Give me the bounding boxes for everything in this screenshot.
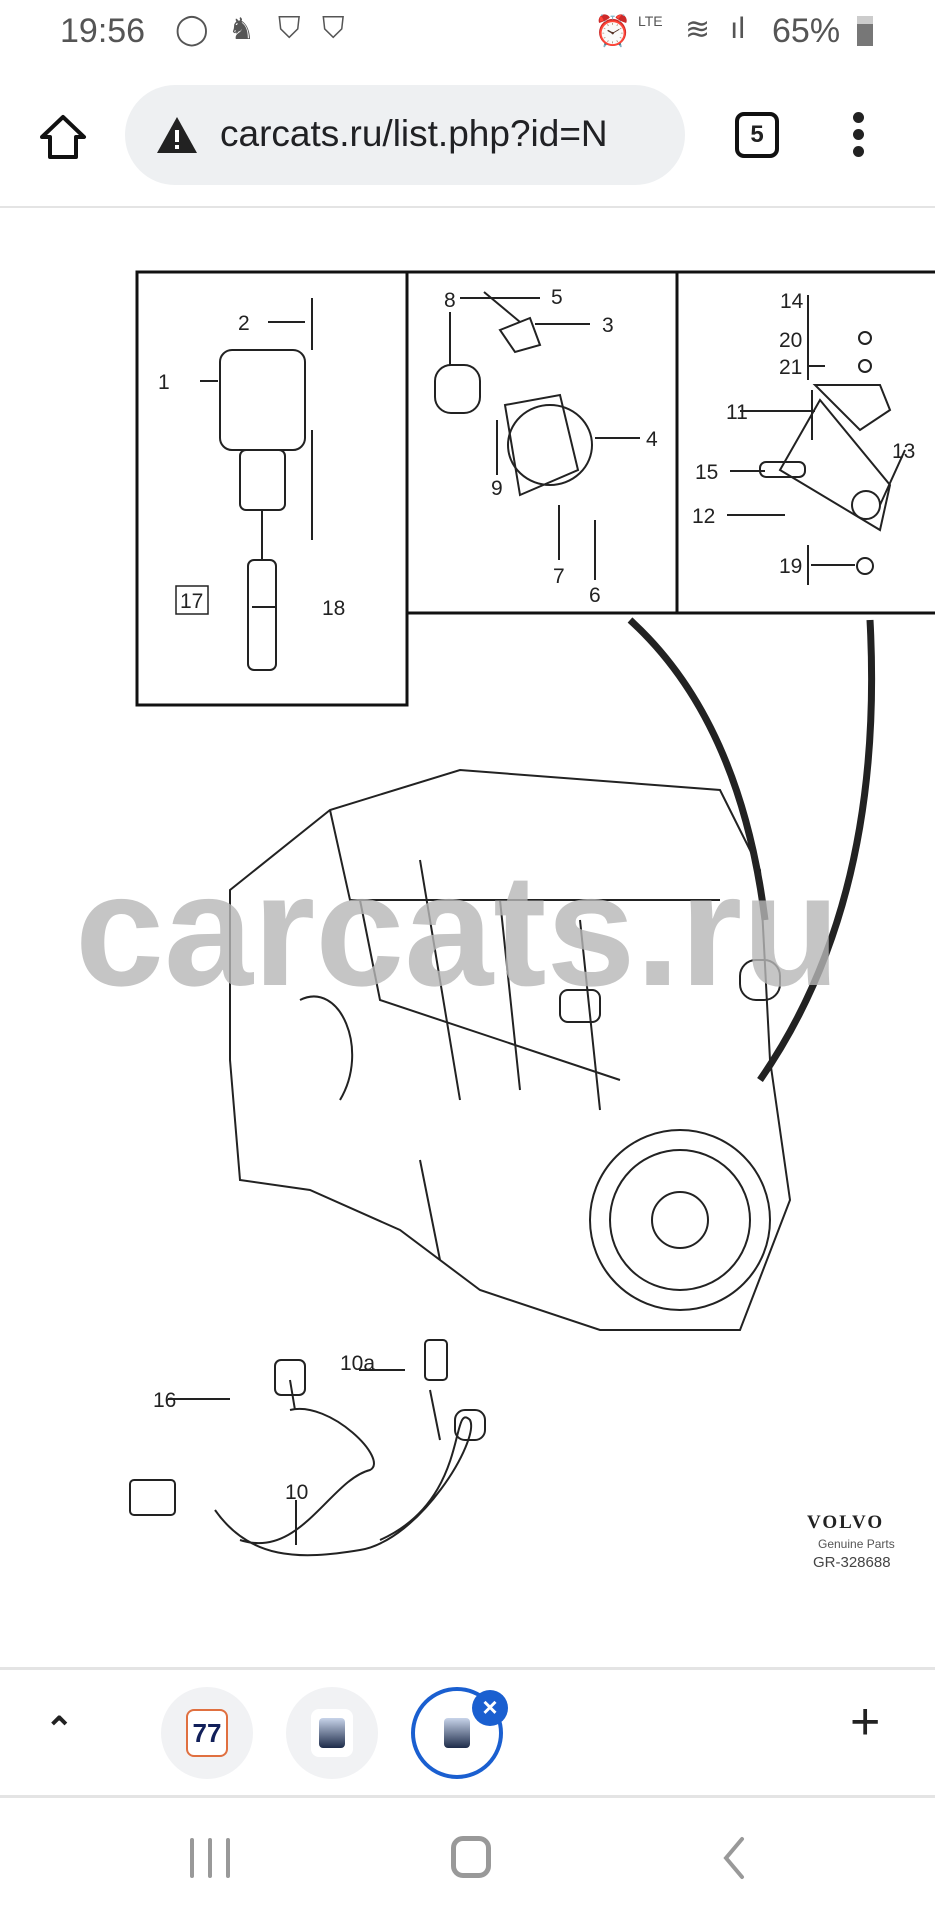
home-button[interactable] (38, 112, 88, 167)
plus-icon: + (850, 1693, 881, 1751)
label-12: 12 (692, 505, 715, 528)
tab-item[interactable]: 77 (161, 1687, 253, 1779)
label-21: 21 (779, 356, 802, 379)
signal-icon: ıl (730, 12, 745, 45)
tab-bar: ⌃ 77 × + (0, 1670, 935, 1796)
tab-favicon (436, 1709, 478, 1757)
url-text[interactable]: carcats.ru/list.php?id=N (220, 113, 608, 154)
label-10a: 10a (340, 1352, 375, 1375)
more-vert-icon (852, 112, 864, 123)
clock: 19:56 (60, 12, 146, 50)
tab-item[interactable] (286, 1687, 378, 1779)
back-button[interactable] (718, 1836, 748, 1880)
label-1: 1 (158, 371, 170, 394)
notification-icon: ♞ (228, 13, 255, 46)
expand-tabs-button[interactable]: ⌃ (45, 1710, 74, 1750)
label-19: 19 (779, 555, 802, 578)
divider (0, 206, 935, 208)
recents-button[interactable] (190, 1838, 230, 1878)
wifi-icon: ≋ (685, 13, 711, 46)
detail-box-ignition (135, 270, 409, 707)
label-3: 3 (602, 314, 614, 337)
warning-icon[interactable] (155, 115, 199, 155)
parts-diagram: carcats.ru 1 2 17 18 3 4 5 6 7 8 9 11 12… (75, 270, 935, 1571)
shield-t-icon: ⛉ (322, 12, 345, 45)
status-bar: 19:56 ◯ ♞ ⛉ ⛉ ⏰ LTE ≋ ıl 65% (0, 0, 935, 70)
close-tab-button[interactable]: × (472, 1690, 508, 1726)
label-7: 7 (553, 565, 565, 588)
home-icon (40, 115, 86, 159)
battery-level: 65% (772, 12, 841, 50)
label-16: 16 (153, 1389, 176, 1412)
volvo-logo: VOLVO (807, 1512, 884, 1533)
tab-item-active[interactable] (411, 1687, 503, 1779)
label-2: 2 (238, 312, 250, 335)
new-tab-button[interactable]: + (850, 1692, 880, 1752)
label-4: 4 (646, 428, 658, 451)
system-nav-bar (0, 1798, 935, 1920)
divider (0, 1795, 935, 1798)
brand-subtitle: Genuine Parts (818, 1537, 895, 1551)
tab-switcher-button[interactable]: 5 (735, 112, 779, 158)
battery-icon (857, 16, 873, 46)
shield-phone-icon: ⛉ (278, 12, 301, 45)
label-20: 20 (779, 329, 802, 352)
label-8: 8 (444, 289, 456, 312)
detail-box-bracket (675, 270, 935, 615)
alarm-icon: ⏰ (594, 15, 632, 48)
label-13: 13 (892, 440, 915, 463)
volte-icon: LTE (638, 13, 663, 29)
label-6: 6 (589, 584, 601, 607)
tab-favicon (311, 1709, 353, 1757)
tab-favicon: 77 (186, 1709, 228, 1757)
label-18: 18 (322, 597, 345, 620)
label-9: 9 (491, 477, 503, 500)
label-15: 15 (695, 461, 718, 484)
menu-button[interactable] (848, 112, 868, 157)
reference-number: GR-328688 (813, 1554, 891, 1571)
label-14: 14 (780, 290, 804, 313)
divider (0, 1667, 935, 1670)
close-icon: × (482, 1692, 498, 1722)
label-11: 11 (726, 401, 748, 424)
watermark: carcats.ru (75, 840, 840, 1019)
chevron-up-icon: ⌃ (45, 1711, 74, 1749)
home-nav-button[interactable] (451, 1836, 491, 1878)
label-10: 10 (285, 1481, 308, 1504)
label-5: 5 (551, 286, 563, 309)
whatsapp-icon: ◯ (175, 13, 209, 46)
label-17: 17 (180, 590, 203, 613)
url-bar[interactable]: carcats.ru/list.php?id=N (125, 85, 685, 185)
